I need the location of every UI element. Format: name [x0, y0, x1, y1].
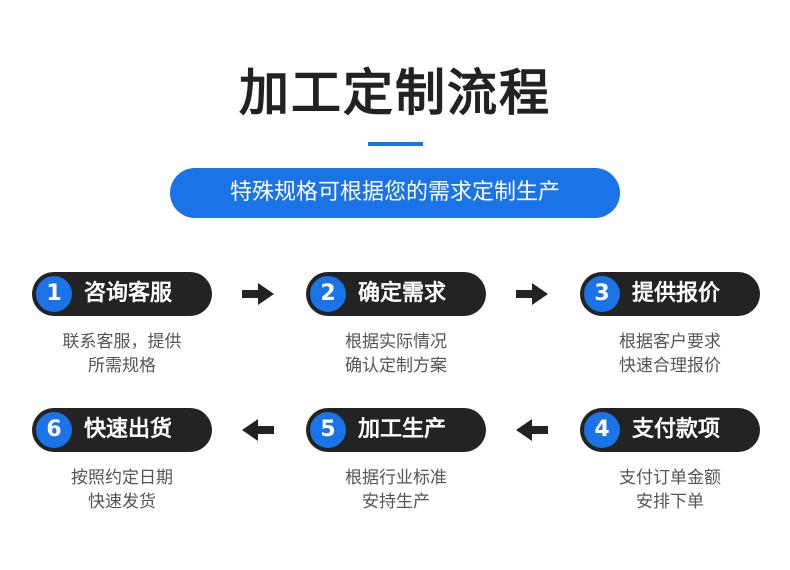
step-4-desc-line-2: 安排下单 [636, 492, 704, 512]
step-2-description: 根据实际情况 确认定制方案 [306, 330, 486, 378]
step-4-pill: 4 支付款项 [580, 408, 760, 452]
step-3-pill: 3 提供报价 [580, 272, 760, 316]
step-5-description: 根据行业标准 安持生产 [306, 466, 486, 514]
arrow-right-icon [516, 283, 548, 305]
step-2-number: 2 [310, 276, 346, 312]
step-6-number: 6 [36, 412, 72, 448]
step-3-desc-line-1: 根据客户要求 [619, 332, 721, 352]
step-1-pill: 1 咨询客服 [32, 272, 212, 316]
step-6-desc-line-2: 快速发货 [88, 492, 156, 512]
step-5-desc-line-2: 安持生产 [362, 492, 430, 512]
step-1-desc-line-1: 联系客服，提供 [62, 332, 182, 352]
step-2-pill: 2 确定需求 [306, 272, 486, 316]
step-6-pill: 6 快速出货 [32, 408, 212, 452]
step-4-title: 支付款项 [632, 417, 721, 442]
step-1-description: 联系客服，提供 所需规格 [32, 330, 212, 378]
arrow-left-icon [242, 419, 274, 441]
step-4-description: 支付订单金额 安排下单 [580, 466, 760, 514]
step-2-desc-line-2: 确认定制方案 [345, 356, 447, 376]
step-5-desc-line-1: 根据行业标准 [345, 468, 447, 488]
step-1-title: 咨询客服 [84, 281, 173, 306]
step-5-title: 加工生产 [358, 417, 447, 442]
step-3-number: 3 [584, 276, 620, 312]
step-1-number: 1 [36, 276, 72, 312]
step-6-desc-line-1: 按照约定日期 [71, 468, 173, 488]
subtitle-banner: 特殊规格可根据您的需求定制生产 [170, 168, 620, 218]
step-2-desc-line-1: 根据实际情况 [345, 332, 447, 352]
step-6-description: 按照约定日期 快速发货 [32, 466, 212, 514]
step-3-desc-line-2: 快速合理报价 [619, 356, 721, 376]
step-3-description: 根据客户要求 快速合理报价 [580, 330, 760, 378]
page-title: 加工定制流程 [239, 64, 551, 122]
step-5-number: 5 [310, 412, 346, 448]
step-1-desc-line-2: 所需规格 [88, 356, 156, 376]
step-3-title: 提供报价 [632, 281, 721, 306]
title-underline [368, 142, 423, 146]
arrow-left-icon [516, 419, 548, 441]
step-6-title: 快速出货 [84, 417, 173, 442]
step-4-desc-line-1: 支付订单金额 [619, 468, 721, 488]
step-5-pill: 5 加工生产 [306, 408, 486, 452]
step-4-number: 4 [584, 412, 620, 448]
arrow-right-icon [242, 283, 274, 305]
step-2-title: 确定需求 [358, 281, 447, 306]
